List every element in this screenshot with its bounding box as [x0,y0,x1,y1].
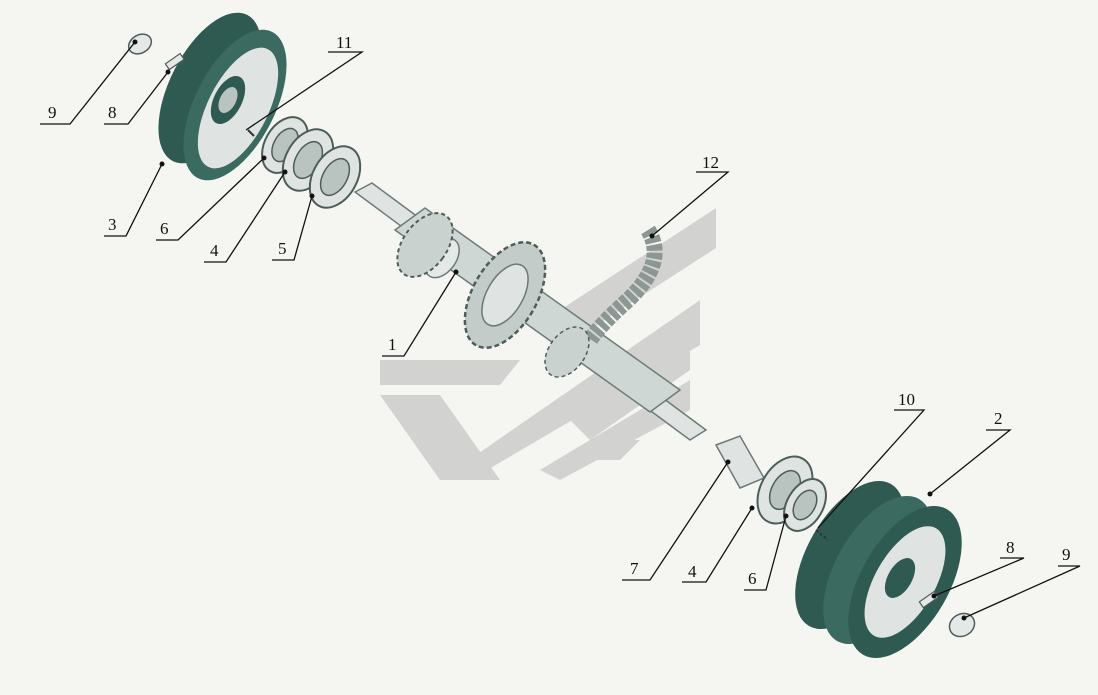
large-gear [463,241,547,349]
callout-label: 5 [278,239,287,258]
callout-label: 8 [108,103,117,122]
callout-label: 7 [630,559,639,578]
callout-label: 9 [1062,545,1071,564]
pulley-upper [158,12,287,181]
callout-label: 8 [1006,538,1015,557]
callout-label: 4 [210,241,219,260]
nut-upper [127,33,153,55]
bearing-lower-6 [783,478,827,532]
callout-label: 12 [702,153,719,172]
leader-lines [40,41,1081,619]
callout-label: 1 [388,335,397,354]
leader-dots [132,39,967,621]
key-lower [815,529,829,541]
callout-labels: 9 8 11 3 6 4 5 12 1 10 2 7 4 6 8 9 [48,33,1071,588]
chain-sprocket [544,225,663,378]
key-upper [247,129,255,137]
washer-upper [164,52,185,71]
callout-label: 6 [748,569,757,588]
sleeve-lower [714,435,766,489]
nut-lower [948,612,976,638]
callout-label: 3 [108,215,117,234]
callout-label: 9 [48,103,57,122]
callout-label: 11 [336,33,352,52]
pulley-lower [795,480,962,658]
small-gear [396,212,454,278]
callout-label: 10 [898,390,915,409]
callout-label: 2 [994,409,1003,428]
bearing-upper-5 [308,145,362,209]
callout-label: 4 [688,562,697,581]
callout-label: 6 [160,219,169,238]
